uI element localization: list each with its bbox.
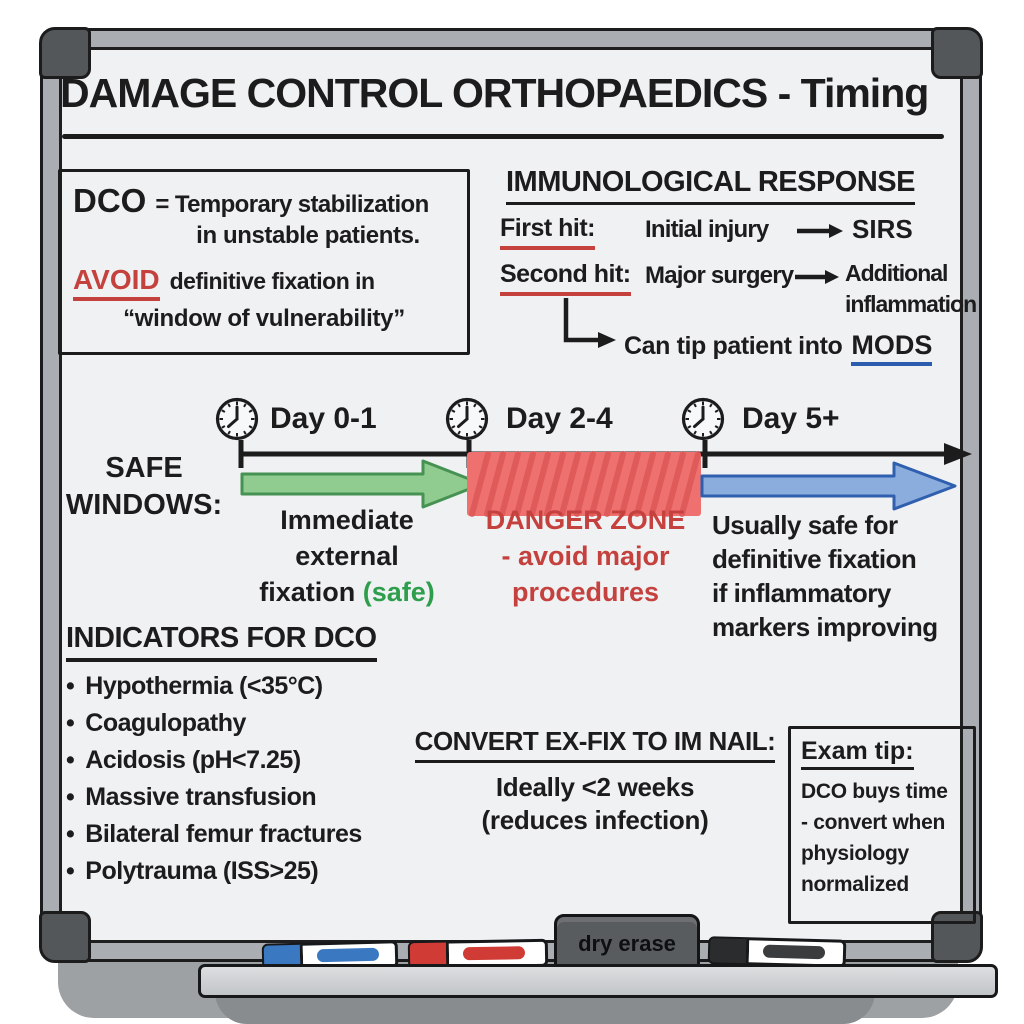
first-hit-label: First hit: bbox=[500, 214, 596, 250]
second-hit-cause: Major surgery bbox=[645, 262, 794, 289]
safe-windows-label: SAFE WINDOWS: bbox=[65, 452, 223, 521]
green-safe-arrow bbox=[240, 459, 484, 509]
marker-band bbox=[462, 946, 526, 961]
list-item: •Acidosis (pH<7.25) bbox=[66, 742, 436, 779]
danger-zone-label: DANGER ZONE - avoid major procedures bbox=[485, 505, 686, 607]
dco-definition-box: DCO = Temporary stabilization in unstabl… bbox=[58, 169, 470, 355]
blue-definitive-arrow bbox=[700, 461, 957, 511]
list-item: •Hypothermia (<35°C) bbox=[66, 668, 436, 705]
bullet-icon: • bbox=[66, 709, 75, 737]
right-arrow-icon bbox=[795, 270, 839, 284]
page-title: DAMAGE CONTROL ORTHOPAEDICS - Timing bbox=[60, 70, 929, 116]
frame-corner-cap bbox=[39, 27, 91, 79]
danger-zone-scribble bbox=[467, 451, 701, 517]
clock-icon bbox=[215, 397, 259, 441]
immunological-header: IMMUNOLOGICAL RESPONSE bbox=[506, 166, 916, 205]
title-underline bbox=[62, 134, 944, 139]
bullet-icon: • bbox=[66, 783, 75, 811]
bullet-icon: • bbox=[66, 746, 75, 774]
dco-term: DCO bbox=[73, 182, 147, 219]
list-item: •Polytrauma (ISS>25) bbox=[66, 853, 436, 890]
indicators-header: INDICATORS FOR DCO bbox=[66, 622, 377, 662]
marker-tray bbox=[198, 964, 998, 998]
elbow-arrow-icon bbox=[563, 298, 616, 348]
phase1-label: Immediate external fixation (safe) bbox=[259, 505, 435, 607]
dco-definition-line2: in unstable patients. bbox=[196, 222, 420, 249]
window-of-vulnerability: “window of vulnerability” bbox=[123, 305, 405, 332]
exam-tip-box: Exam tip: DCO buys time - convert when p… bbox=[788, 726, 976, 924]
exam-tip-header: Exam tip: bbox=[801, 737, 914, 770]
marker-band bbox=[762, 944, 826, 960]
bullet-icon: • bbox=[66, 857, 75, 885]
dco-definition: = Temporary stabilization bbox=[155, 191, 429, 218]
list-item: •Coagulopathy bbox=[66, 705, 436, 742]
day-label-2-4: Day 2-4 bbox=[506, 402, 613, 435]
avoid-text: definitive fixation in bbox=[169, 268, 375, 294]
day-label-5plus: Day 5+ bbox=[742, 402, 840, 435]
mods-word: MODS bbox=[851, 330, 933, 366]
convert-section: CONVERT EX-FIX TO IM NAIL: Ideally <2 we… bbox=[405, 726, 785, 836]
second-hit-result: Additional inflammation bbox=[845, 260, 977, 317]
marker-band bbox=[316, 947, 380, 963]
first-hit-cause: Initial injury bbox=[645, 216, 769, 243]
avoid-word: AVOID bbox=[73, 264, 160, 301]
list-item: •Bilateral femur fractures bbox=[66, 816, 436, 853]
convert-header: CONVERT EX-FIX TO IM NAIL: bbox=[414, 726, 776, 763]
day-label-0-1: Day 0-1 bbox=[270, 402, 377, 435]
first-hit-result: SIRS bbox=[852, 214, 913, 244]
bullet-icon: • bbox=[66, 672, 75, 700]
frame-corner-cap bbox=[39, 911, 91, 963]
indicators-list: •Hypothermia (<35°C) •Coagulopathy •Acid… bbox=[66, 668, 436, 890]
list-item: •Massive transfusion bbox=[66, 779, 436, 816]
safe-note: (safe) bbox=[362, 577, 435, 607]
mods-line: Can tip patient into MODS bbox=[624, 330, 933, 366]
second-hit-label: Second hit: bbox=[500, 260, 631, 296]
frame-corner-cap bbox=[931, 27, 983, 79]
eraser-label: dry erase bbox=[578, 931, 676, 956]
convert-line1: Ideally <2 weeks bbox=[495, 772, 695, 802]
bullet-icon: • bbox=[66, 820, 75, 848]
clock-icon bbox=[445, 397, 489, 441]
convert-line2: (reduces infection) bbox=[481, 805, 709, 835]
right-arrow-icon bbox=[797, 224, 843, 238]
marker-cap bbox=[709, 938, 750, 964]
phase3-label: Usually safe for definitive fixation if … bbox=[712, 510, 938, 642]
clock-icon bbox=[681, 397, 725, 441]
